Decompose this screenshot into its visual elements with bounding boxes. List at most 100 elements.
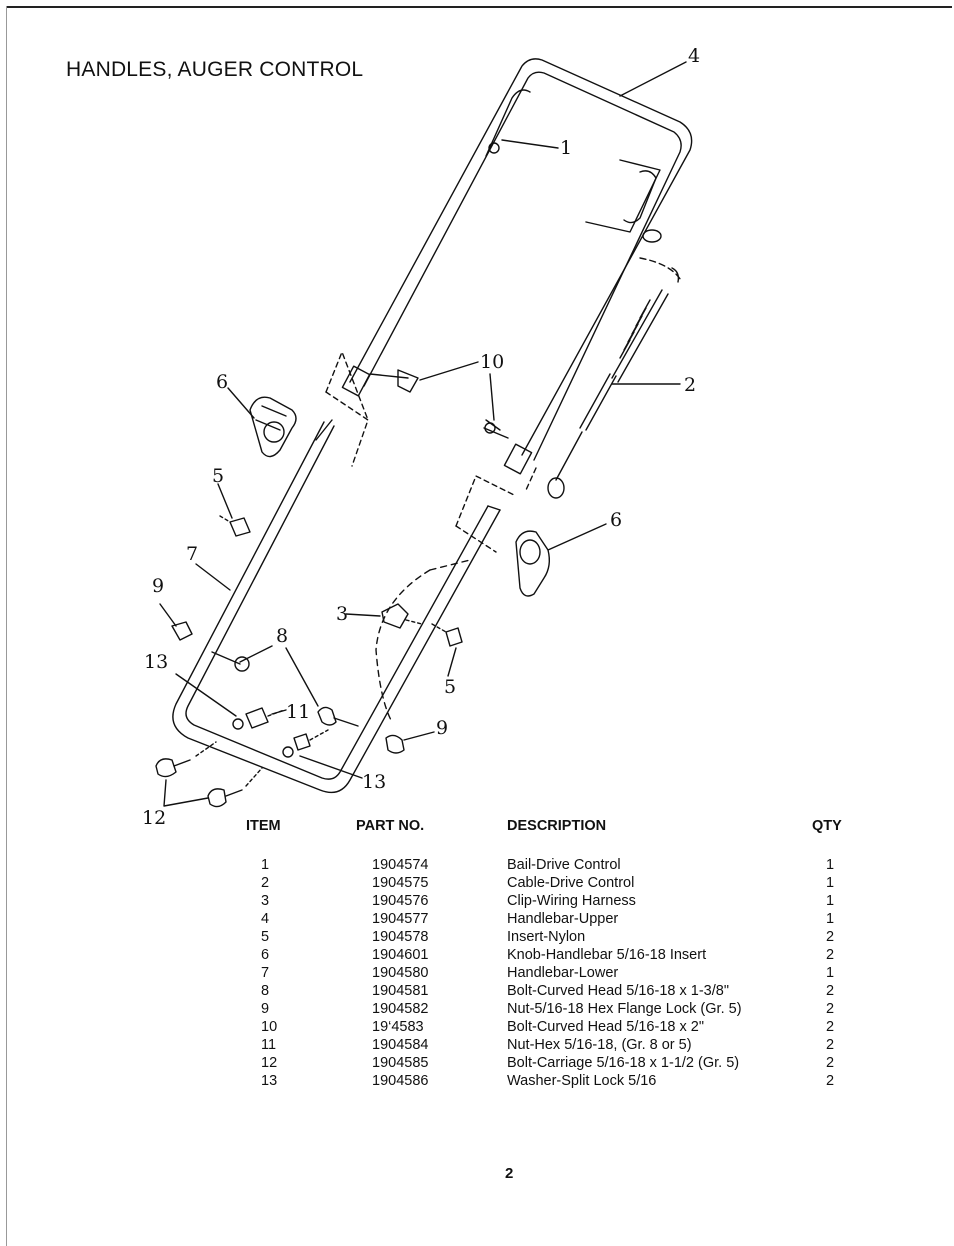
row-description: Handlebar-Lower: [507, 965, 619, 981]
parts-table-header: ITEM PART NO. DESCRIPTION QTY: [240, 818, 866, 842]
row-qty: 2: [826, 983, 835, 999]
row-qty: 2: [826, 1073, 835, 1089]
callout-2: 2: [684, 374, 696, 396]
row-description: Handlebar-Upper: [507, 911, 619, 927]
diagram-svg: 1 2 3 4 5 5 6 6 7 8 9 9 10 11 12 13 13: [142, 45, 700, 829]
row-qty: 2: [826, 1001, 835, 1017]
insert-nylon-right: [445, 627, 463, 647]
carriage-bolt-right: [207, 788, 227, 808]
row-description: Bail-Drive Control: [507, 857, 621, 873]
nut-11: [245, 707, 269, 729]
table-row: 11 1904584 Nut-Hex 5/16-18, (Gr. 8 or 5)…: [240, 1036, 866, 1054]
row-part-no: 1904584: [372, 1037, 429, 1053]
row-description: Clip-Wiring Harness: [507, 893, 636, 909]
header-description: DESCRIPTION: [507, 818, 607, 834]
row-description: Bolt-Curved Head 5/16-18 x 1-3/8": [507, 983, 729, 999]
callout-5-right: 5: [444, 676, 456, 698]
row-item: 3: [261, 893, 270, 909]
row-description: Nut-Hex 5/16-18, (Gr. 8 or 5): [507, 1037, 692, 1053]
table-row: 3 1904576 Clip-Wiring Harness 1: [240, 892, 866, 910]
bail-drive-control: [485, 89, 531, 157]
bolt-10-upper: [369, 373, 409, 379]
row-part-no: 1904575: [372, 875, 429, 891]
table-row: 6 1904601 Knob-Handlebar 5/16-18 Insert …: [240, 946, 866, 964]
row-qty: 1: [826, 857, 835, 873]
page-number: 2: [505, 1165, 514, 1182]
row-part-no: 1904580: [372, 965, 429, 981]
table-row: 10 19‘4583 Bolt-Curved Head 5/16-18 x 2"…: [240, 1018, 866, 1036]
row-part-no: 1904581: [372, 983, 429, 999]
page-title: HANDLES, AUGER CONTROL: [66, 58, 364, 81]
nut-9-right: [385, 734, 405, 754]
row-part-no: 1904577: [372, 911, 429, 927]
row-item: 5: [261, 929, 270, 945]
row-item: 13: [261, 1073, 278, 1089]
callout-10: 10: [480, 351, 504, 373]
row-item: 10: [261, 1019, 278, 1035]
row-description: Insert-Nylon: [507, 929, 586, 945]
header-item: ITEM: [246, 818, 281, 834]
nut-9-left: [171, 621, 193, 641]
row-description: Washer-Split Lock 5/16: [507, 1073, 657, 1089]
table-row: 9 1904582 Nut-5/16-18 Hex Flange Lock (G…: [240, 1000, 866, 1018]
upper-handlebar-left-end: [341, 365, 371, 397]
upper-handlebar: [349, 58, 693, 456]
callout-7: 7: [186, 543, 198, 565]
table-row: 1 1904574 Bail-Drive Control 1: [240, 842, 866, 874]
row-qty: 1: [826, 911, 835, 927]
callout-6-left: 6: [216, 371, 228, 393]
callout-6-right: 6: [610, 509, 622, 531]
parts-table: ITEM PART NO. DESCRIPTION QTY 1 1904574 …: [240, 818, 866, 1090]
lower-handlebar: [172, 421, 501, 794]
row-part-no: 1904578: [372, 929, 429, 945]
callout-5-left: 5: [212, 465, 224, 487]
row-part-no: 1904586: [372, 1073, 429, 1089]
left-border-rule: [6, 6, 7, 1246]
row-part-no: 1904576: [372, 893, 429, 909]
washer-13-left: [232, 718, 244, 730]
top-border-rule: [6, 6, 952, 8]
row-item: 4: [261, 911, 270, 927]
row-description: Nut-5/16-18 Hex Flange Lock (Gr. 5): [507, 1001, 742, 1017]
row-qty: 1: [826, 875, 835, 891]
bolt-10-right: [483, 419, 509, 439]
table-row: 5 1904578 Insert-Nylon 2: [240, 928, 866, 946]
bail-bracket: [585, 159, 661, 233]
row-part-no: 1904574: [372, 857, 429, 873]
knob-left: [249, 396, 297, 458]
row-description: Knob-Handlebar 5/16-18 Insert: [507, 947, 707, 963]
row-description: Bolt-Curved Head 5/16-18 x 2": [507, 1019, 704, 1035]
row-qty: 2: [826, 947, 835, 963]
upper-handlebar-inner: [363, 71, 682, 461]
callout-9-right: 9: [436, 717, 448, 739]
row-qty: 1: [826, 965, 835, 981]
row-item: 12: [261, 1055, 278, 1071]
callout-1: 1: [560, 137, 572, 159]
row-part-no: 1904601: [372, 947, 429, 963]
row-description: Cable-Drive Control: [507, 875, 635, 891]
table-row: 7 1904580 Handlebar-Lower 1: [240, 964, 866, 982]
table-row: 4 1904577 Handlebar-Upper 1: [240, 910, 866, 928]
row-item: 9: [261, 1001, 270, 1017]
carriage-bolt-left: [155, 758, 177, 778]
table-row: 12 1904585 Bolt-Carriage 5/16-18 x 1-1/2…: [240, 1054, 866, 1072]
table-row: 13 1904586 Washer-Split Lock 5/16 2: [240, 1072, 866, 1090]
table-row: 8 1904581 Bolt-Curved Head 5/16-18 x 1-3…: [240, 982, 866, 1000]
row-part-no: 1904582: [372, 1001, 429, 1017]
row-item: 6: [261, 947, 270, 963]
callout-9-left: 9: [152, 575, 164, 597]
header-qty: QTY: [812, 818, 842, 834]
callout-3: 3: [336, 603, 348, 625]
callout-13-left: 13: [144, 651, 168, 673]
row-qty: 2: [826, 929, 835, 945]
row-item: 8: [261, 983, 270, 999]
callout-4: 4: [688, 45, 700, 67]
callout-13-right: 13: [362, 771, 386, 793]
callout-12: 12: [142, 807, 166, 829]
lower-handlebar-inner: [185, 425, 489, 780]
callout-8: 8: [276, 625, 288, 647]
header-part-no: PART NO.: [356, 818, 425, 834]
row-qty: 1: [826, 893, 835, 909]
row-item: 2: [261, 875, 270, 891]
